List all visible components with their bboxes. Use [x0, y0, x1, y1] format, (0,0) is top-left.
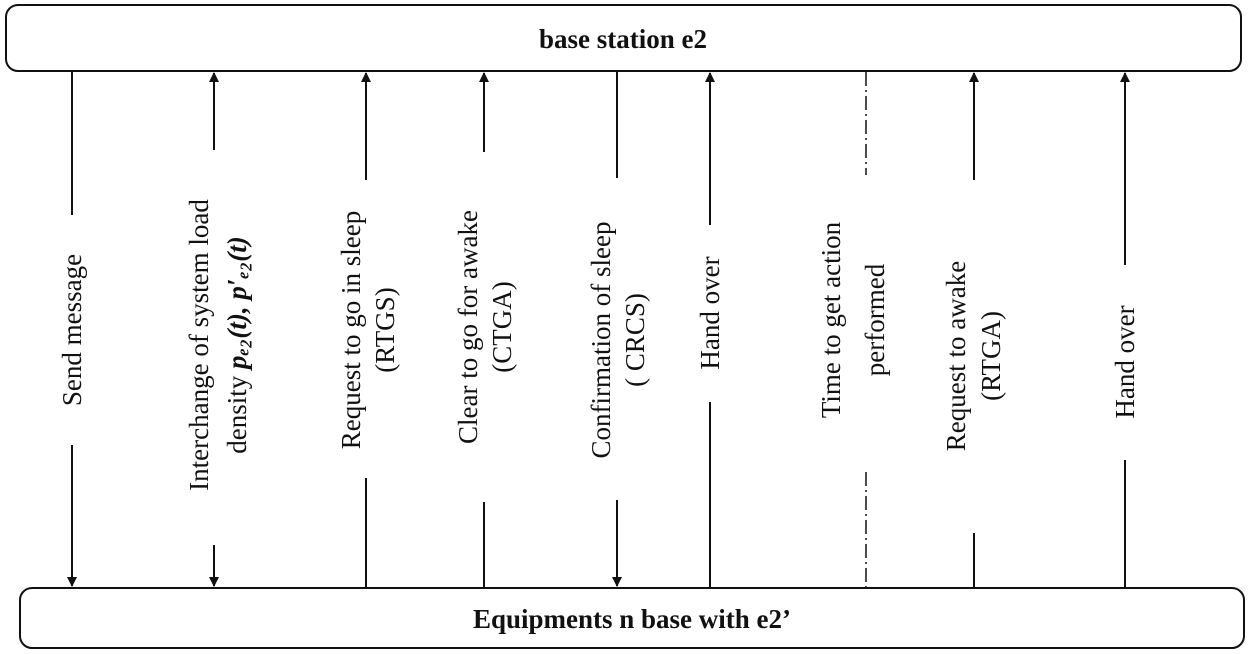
- rtgs-label-line2: (RTGS): [370, 287, 400, 372]
- crcs-label-line1: Confirmation of sleep: [586, 222, 616, 459]
- interchange-label-line2: density pₑ₂(t), p′ₑ₂(t): [222, 236, 252, 454]
- load-density-formula: pₑ₂(t), p′ₑ₂(t): [222, 236, 252, 371]
- equipments-title: Equipments n base with e2’: [473, 604, 791, 634]
- base-station-box: [5, 4, 1242, 72]
- equipments-box: [19, 587, 1245, 649]
- ctga-label-line1: Clear to go for awake: [453, 210, 483, 444]
- interchange-density-text: density: [222, 369, 252, 454]
- crcs-label-line2: ( CRCS): [620, 293, 650, 387]
- rtga-label-line1: Request to awake: [941, 261, 971, 451]
- time-label-line2: performed: [860, 263, 890, 376]
- handover-1-label: Hand over: [695, 256, 725, 369]
- base-station-title: base station e2: [539, 24, 707, 54]
- rtgs-label-line1: Request to go in sleep: [336, 211, 366, 449]
- time-label-line1: Time to get action: [816, 221, 846, 418]
- send-message-label: Send message: [57, 254, 87, 406]
- ctga-label-line2: (CTGA): [487, 281, 517, 372]
- handover-2-label: Hand over: [1110, 305, 1140, 418]
- rtga-label-line2: (RTGA): [976, 311, 1006, 401]
- interchange-label-line1: Interchange of system load: [184, 199, 214, 491]
